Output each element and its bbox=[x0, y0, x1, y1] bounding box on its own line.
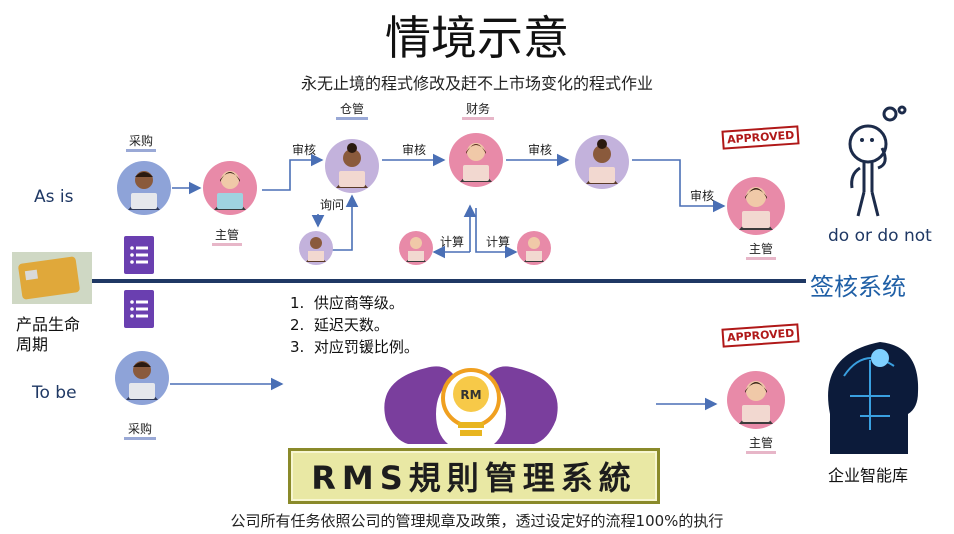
do-or-do-not-text: do or do not bbox=[828, 226, 932, 246]
rms-system-text: RMS規則管理系統 bbox=[311, 459, 637, 497]
avatar-small-1-icon bbox=[299, 231, 333, 265]
footer-text: 公司所有任务依照公司的管理规章及政策，透过设定好的流程100%的执行 bbox=[230, 512, 724, 530]
review-label-1: 审核 bbox=[292, 143, 317, 157]
avatar-supervisor-final-icon bbox=[727, 177, 785, 235]
thinking-figure-icon bbox=[848, 105, 907, 217]
avatar-supervisor-tobe-icon bbox=[727, 371, 785, 429]
form-icon-1 bbox=[124, 236, 154, 274]
avatar-small-2-icon bbox=[399, 231, 433, 265]
credit-card-icon bbox=[12, 252, 92, 304]
to-be-label: To be bbox=[32, 383, 77, 403]
role-purchasing-tobe: 采购 bbox=[124, 420, 156, 440]
avatar-finance-icon bbox=[449, 133, 503, 187]
as-is-label: As is bbox=[34, 187, 74, 207]
enterprise-brain-icon bbox=[820, 336, 920, 456]
inquire-label: 询问 bbox=[320, 198, 345, 212]
role-finance: 财务 bbox=[462, 100, 494, 120]
form-icon-2 bbox=[124, 290, 154, 328]
rules-list: 1. 供应商等级。 2. 延迟天数。 3. 对应罚锾比例。 bbox=[290, 292, 419, 358]
review-label-4: 审核 bbox=[690, 189, 715, 203]
review-label-3: 审核 bbox=[528, 143, 553, 157]
review-system-label: 签核系统 bbox=[810, 273, 906, 301]
role-supervisor-final: 主管 bbox=[746, 240, 776, 260]
page-subtitle: 永无止境的程式修改及赶不上市场变化的程式作业 bbox=[300, 74, 653, 93]
avatar-approver-icon bbox=[575, 135, 629, 189]
product-lifecycle-label: 产品生命 周期 bbox=[16, 315, 81, 354]
page-title: 情境示意 bbox=[385, 11, 569, 65]
enterprise-kb-label: 企业智能库 bbox=[828, 466, 909, 485]
rule-item-1: 1. 供应商等级。 bbox=[290, 294, 404, 312]
rule-item-3: 3. 对应罚锾比例。 bbox=[290, 338, 419, 356]
avatar-supervisor-icon bbox=[203, 161, 257, 215]
calculate-label-2: 计算 bbox=[486, 235, 511, 249]
rms-system-banner: RMS規則管理系統 bbox=[288, 448, 660, 504]
calculate-label-1: 计算 bbox=[440, 235, 465, 249]
rms-brain-bulb-icon bbox=[384, 366, 558, 444]
rm-bulb-label: RM bbox=[460, 388, 482, 402]
role-supervisor: 主管 bbox=[212, 226, 242, 246]
avatar-warehouse-icon bbox=[325, 139, 379, 193]
role-purchasing: 采购 bbox=[126, 132, 156, 152]
review-label-2: 审核 bbox=[402, 143, 427, 157]
avatar-purchasing-icon bbox=[117, 161, 171, 215]
rule-item-2: 2. 延迟天数。 bbox=[290, 316, 389, 334]
avatar-small-3-icon bbox=[517, 231, 551, 265]
role-warehouse: 仓管 bbox=[336, 100, 368, 120]
avatar-purchasing-tobe-icon bbox=[115, 351, 169, 405]
role-supervisor-tobe: 主管 bbox=[746, 434, 776, 454]
